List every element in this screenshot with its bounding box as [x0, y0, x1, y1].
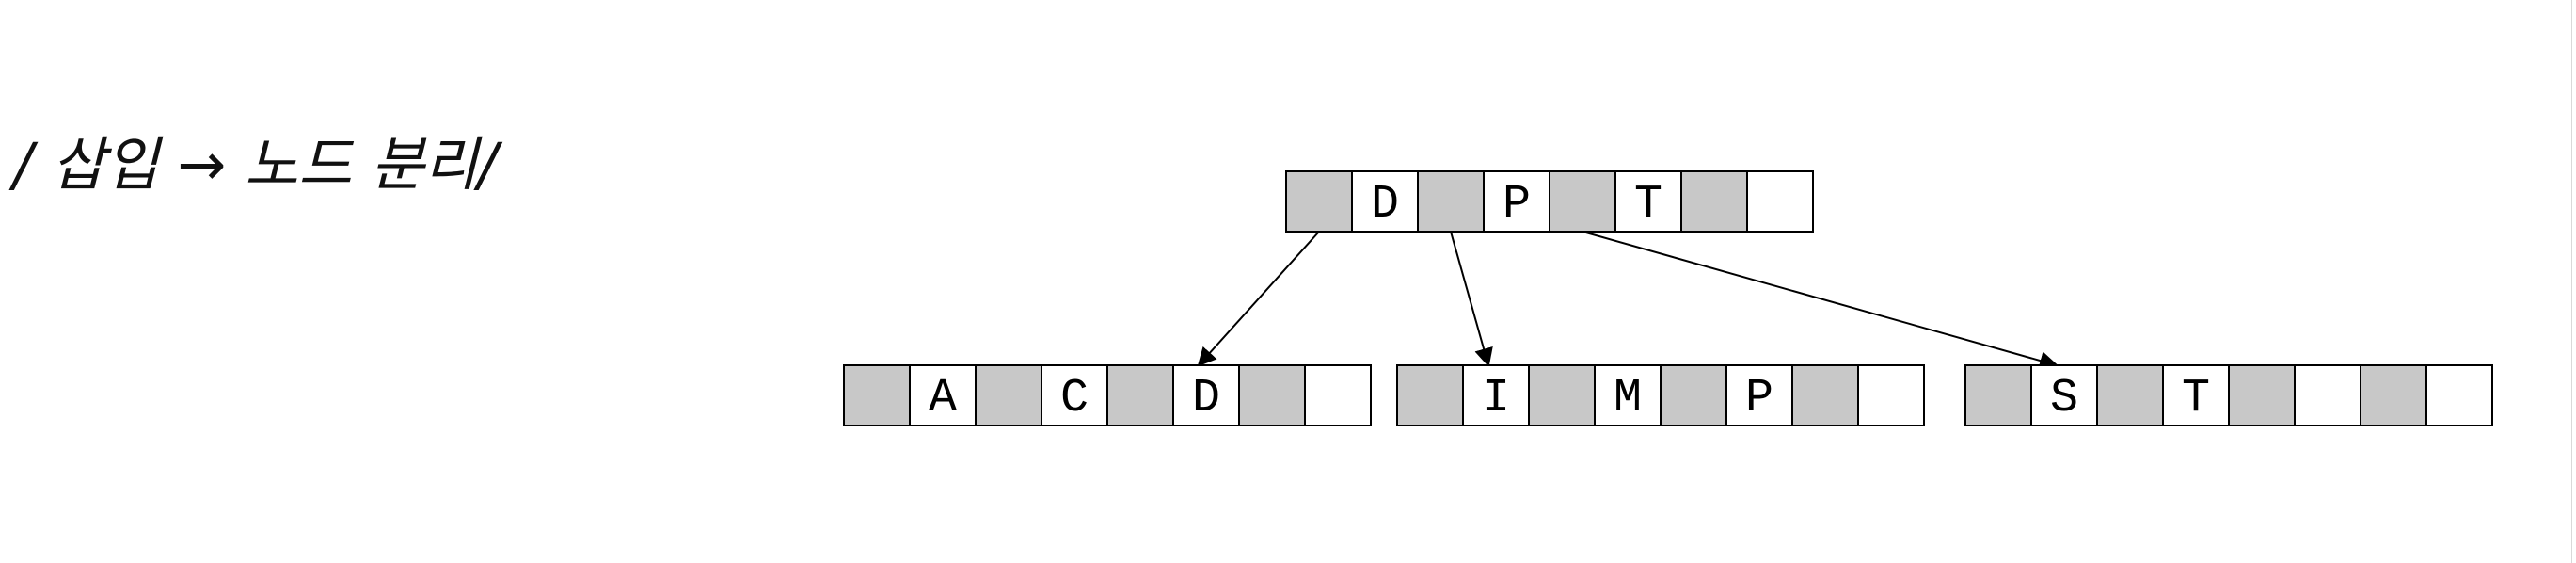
child-node-3-key-label: T — [2182, 372, 2210, 426]
child-node-1-key-cell — [909, 364, 977, 426]
root-node-key-cell — [1614, 170, 1682, 233]
root-node-key-cell — [1483, 170, 1550, 233]
root-node-key-cell — [1746, 170, 1814, 233]
child-node-1-key-label: D — [1192, 372, 1220, 426]
pointer-arrow-1 — [1197, 231, 1320, 367]
child-node-1-key-label: C — [1060, 372, 1089, 426]
child-node-1-key-cell — [1041, 364, 1108, 426]
child-node-2-pointer-cell — [1396, 364, 1464, 426]
root-node-key-label: P — [1503, 178, 1531, 232]
root-node-key-label: D — [1371, 178, 1399, 232]
child-node-1-key-cell — [1304, 364, 1372, 426]
pointer-arrow-2 — [1450, 231, 1493, 367]
root-node-key-label: T — [1634, 178, 1662, 232]
child-node-2-key-label: P — [1745, 372, 1773, 426]
root-node-pointer-cell — [1285, 170, 1353, 233]
child-node-2-key-label: M — [1614, 372, 1642, 426]
child-node-3-pointer-cell — [2096, 364, 2164, 426]
child-node-3-pointer-cell — [2228, 364, 2296, 426]
child-node-3-key-cell — [2030, 364, 2098, 426]
root-node-pointer-cell — [1680, 170, 1748, 233]
pointer-arrow-3 — [1582, 231, 2059, 370]
child-node-2-key-label: I — [1482, 372, 1510, 426]
root-node-pointer-cell — [1549, 170, 1616, 233]
child-node-1-pointer-cell — [975, 364, 1042, 426]
child-node-1-key-cell — [1172, 364, 1240, 426]
child-node-2-pointer-cell — [1528, 364, 1596, 426]
root-node-pointer-cell — [1417, 170, 1485, 233]
right-border-line — [2571, 0, 2572, 563]
child-node-3-key-cell — [2425, 364, 2493, 426]
child-node-1-pointer-cell — [1238, 364, 1306, 426]
root-node-key-cell — [1351, 170, 1419, 233]
child-node-3-key-label: S — [2050, 372, 2078, 426]
child-node-1-pointer-cell — [1106, 364, 1174, 426]
child-node-2-pointer-cell — [1660, 364, 1727, 426]
child-node-3-pointer-cell — [2360, 364, 2427, 426]
child-node-3-key-cell — [2294, 364, 2361, 426]
child-node-3-key-cell — [2162, 364, 2230, 426]
child-node-2-pointer-cell — [1791, 364, 1859, 426]
child-node-2-key-cell — [1725, 364, 1793, 426]
child-node-2-key-cell — [1857, 364, 1925, 426]
child-node-3-pointer-cell — [1964, 364, 2032, 426]
child-node-2-key-cell — [1594, 364, 1662, 426]
child-pointer-arrows — [1197, 231, 2059, 370]
child-node-1-key-label: A — [929, 372, 957, 426]
section-heading: / 삽입 → 노드 분리/ — [13, 130, 498, 199]
child-node-1-pointer-cell — [843, 364, 911, 426]
